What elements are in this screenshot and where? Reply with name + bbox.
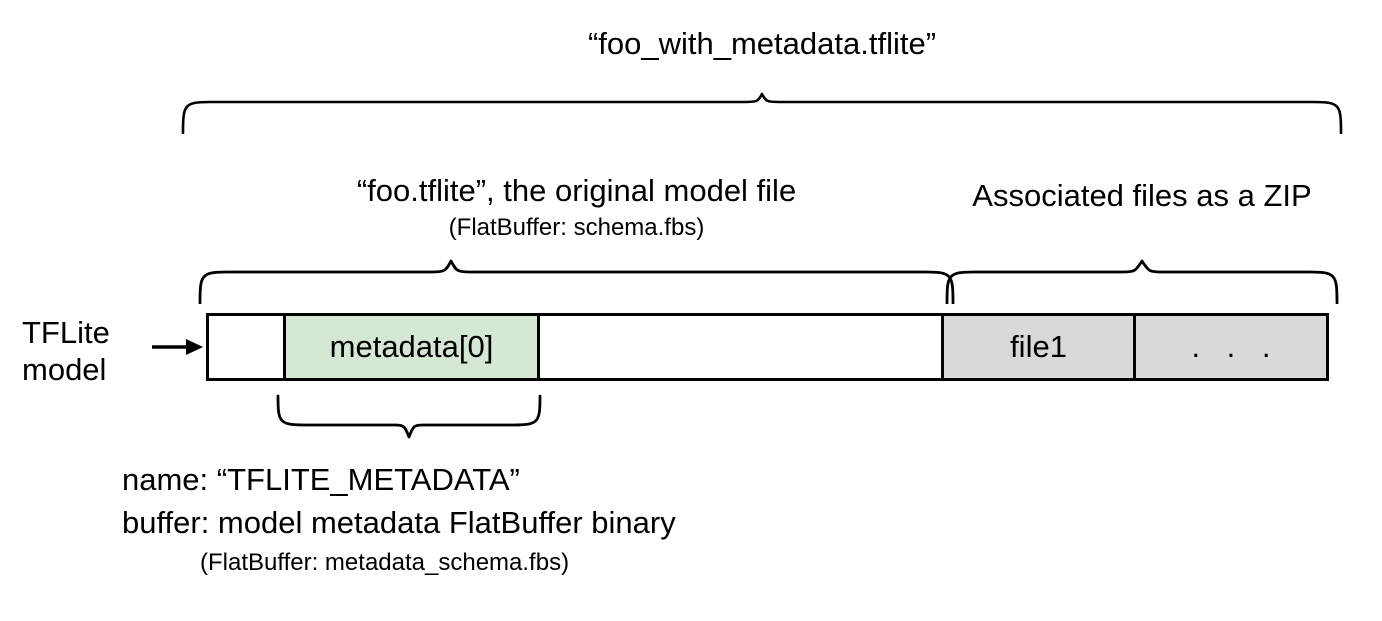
bar-segment-empty-right: [540, 316, 941, 378]
model-section-label: “foo.tflite”, the original model file: [356, 173, 797, 208]
bar-segment-more: . . .: [1191, 329, 1280, 364]
arrow-right-icon: [152, 336, 204, 358]
bar-segment-empty-left: [209, 316, 283, 378]
metadata-buffer-line: buffer: model metadata FlatBuffer binary: [122, 505, 676, 540]
tflite-model-label-line1: TFLite: [22, 315, 110, 350]
tflite-model-bar: metadata[0] file1 . . .: [206, 313, 1329, 381]
bar-segment-metadata: metadata[0]: [283, 316, 540, 378]
brace-full-file: [180, 92, 1344, 135]
zip-section-label: Associated files as a ZIP: [972, 178, 1312, 213]
brace-model-section: [197, 258, 956, 305]
model-section-sublabel: (FlatBuffer: schema.fbs): [448, 214, 705, 241]
metadata-name-line: name: “TFLITE_METADATA”: [122, 462, 520, 497]
bar-segment-file1: file1: [941, 316, 1136, 378]
tflite-model-label-line2: model: [22, 351, 107, 387]
brace-metadata-detail: [275, 393, 543, 441]
diagram-title: “foo_with_metadata.tflite”: [587, 26, 937, 61]
brace-zip-section: [944, 258, 1340, 305]
metadata-schema-line: (FlatBuffer: metadata_schema.fbs): [200, 549, 570, 576]
